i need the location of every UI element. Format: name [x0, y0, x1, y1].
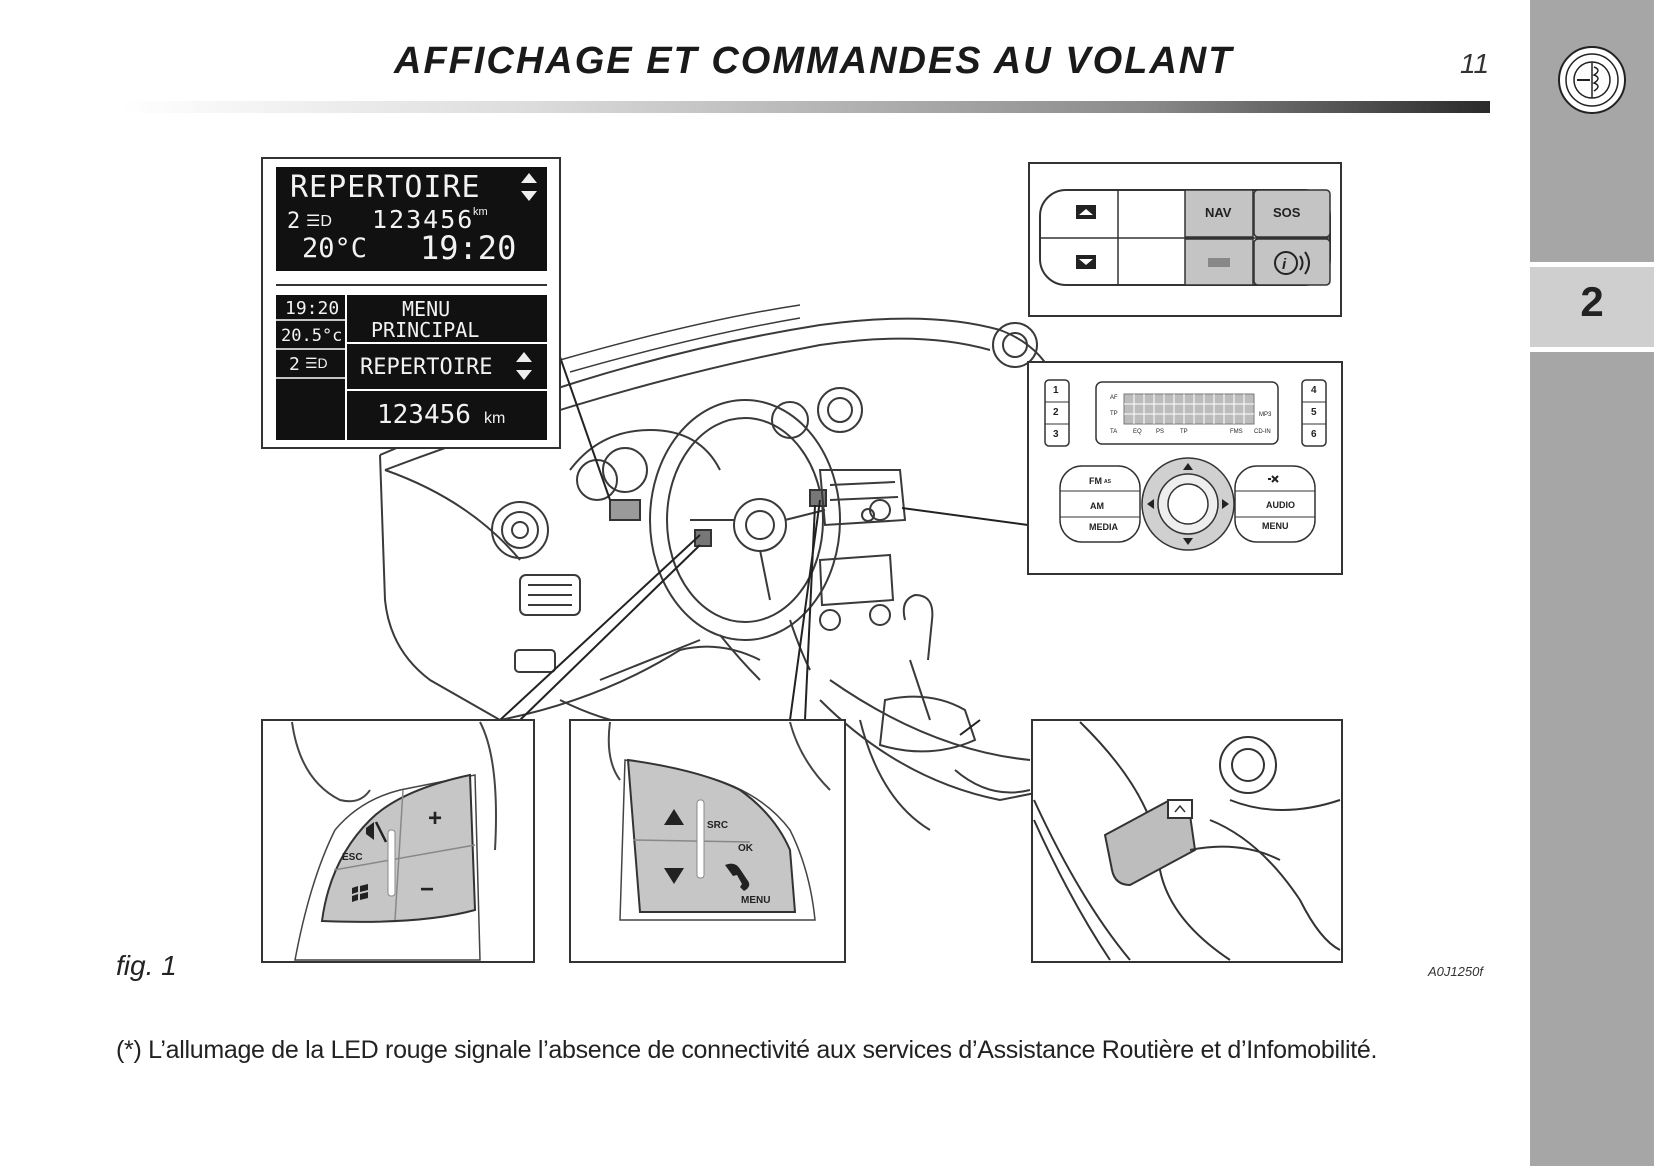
display-bottom-temperature: 20.5°c — [281, 326, 343, 346]
lcd-indicator-ta: TA — [1110, 429, 1118, 435]
display-bottom-menu-line1: MENU — [402, 297, 451, 321]
footnote: (*) L’allumage de la LED rouge signale l… — [116, 1036, 1378, 1064]
display-top-title: REPERTOIRE — [290, 170, 481, 205]
figure-code: A0J1250f — [1428, 964, 1483, 979]
info-icon — [1274, 251, 1298, 275]
lcd-indicator-fms: FMS — [1230, 429, 1243, 435]
steering-controls-left — [261, 719, 535, 963]
scroll-arrows-icon — [516, 352, 532, 380]
lcd-indicator-af: AF — [1110, 395, 1118, 401]
display-bottom-gear: 2 — [289, 354, 300, 375]
chapter-number: 2 — [1580, 278, 1604, 325]
minus-button[interactable]: − — [420, 876, 435, 903]
menu-steering-button[interactable]: MENU — [741, 895, 771, 906]
lcd-indicator-cdin: CD-IN — [1254, 429, 1271, 435]
display-top-time: 19:20 — [420, 229, 517, 267]
esc-button[interactable]: ESC — [342, 852, 363, 863]
mute-icon — [366, 822, 374, 840]
display-top-temperature: 20°C — [302, 233, 368, 264]
am-button[interactable]: AM — [1090, 501, 1104, 511]
side-tab — [1530, 0, 1654, 1166]
svg-text:i: i — [1282, 256, 1287, 273]
lcd-indicator-tp2: TP — [1180, 429, 1188, 435]
lcd-indicator-ps: PS — [1156, 429, 1165, 435]
title-divider — [120, 101, 1490, 113]
radio-panel — [1027, 361, 1343, 575]
console-switch-detail — [1031, 719, 1343, 963]
scroll-arrows-icon — [521, 173, 537, 201]
lcd-indicator-tp: TP — [1110, 411, 1118, 417]
preset-button-1[interactable]: 1 — [1053, 385, 1059, 396]
leader-lines — [499, 356, 1029, 736]
lcd-indicator-mp3: MP3 — [1259, 412, 1272, 418]
sos-button[interactable]: SOS — [1273, 205, 1301, 220]
preset-button-2[interactable]: 2 — [1053, 407, 1059, 418]
chapter-tab[interactable] — [1530, 262, 1654, 352]
preset-button-6[interactable]: 6 — [1311, 429, 1317, 440]
display-top-odometer: 123456 — [372, 205, 475, 234]
nav-sos-panel: i — [1028, 162, 1342, 317]
as-label: AS — [1104, 479, 1111, 485]
fm-button[interactable]: FM — [1089, 476, 1102, 486]
windows-icon — [352, 884, 368, 902]
headlight-icon: ☰D — [305, 355, 328, 371]
arrow-up-icon — [664, 809, 684, 825]
menu-button[interactable]: MENU — [1262, 521, 1289, 531]
ok-button[interactable]: OK — [738, 843, 753, 854]
display-top-gear: 2 — [287, 209, 301, 234]
preset-button-5[interactable]: 5 — [1311, 407, 1317, 418]
arrow-down-icon — [664, 868, 684, 884]
display-bottom-menu-line2: PRINCIPAL — [371, 318, 480, 342]
src-button[interactable]: SRC — [707, 820, 729, 831]
page-number: 11 — [1460, 48, 1490, 79]
nav-button[interactable]: NAV — [1205, 205, 1232, 220]
display-bottom-odometer: 123456 — [377, 400, 471, 430]
page-title: AFFICHAGE ET COMMANDES AU VOLANT — [394, 40, 1234, 82]
plus-button[interactable]: + — [428, 805, 443, 832]
steering-controls-right — [569, 719, 846, 963]
display-top-odometer-unit: km — [473, 206, 488, 218]
phone-icon — [725, 863, 750, 891]
figure-caption: fig. 1 — [116, 950, 177, 981]
display-bottom-odometer-unit: km — [484, 410, 506, 427]
audio-button[interactable]: AUDIO — [1266, 500, 1295, 510]
display-bottom-item: REPERTOIRE — [360, 355, 493, 380]
media-button[interactable]: MEDIA — [1089, 522, 1118, 532]
display-detail-panel — [261, 157, 561, 449]
lcd-indicator-eq: EQ — [1133, 429, 1142, 435]
preset-button-3[interactable]: 3 — [1053, 429, 1059, 440]
mute-icon — [1268, 475, 1279, 483]
preset-button-4[interactable]: 4 — [1311, 385, 1317, 396]
led-indicator — [1208, 258, 1230, 267]
dashboard-illustration — [379, 304, 1056, 831]
headlight-icon: ☰D — [306, 213, 332, 230]
brand-logo-icon — [1558, 46, 1626, 114]
display-bottom-time: 19:20 — [285, 298, 340, 319]
